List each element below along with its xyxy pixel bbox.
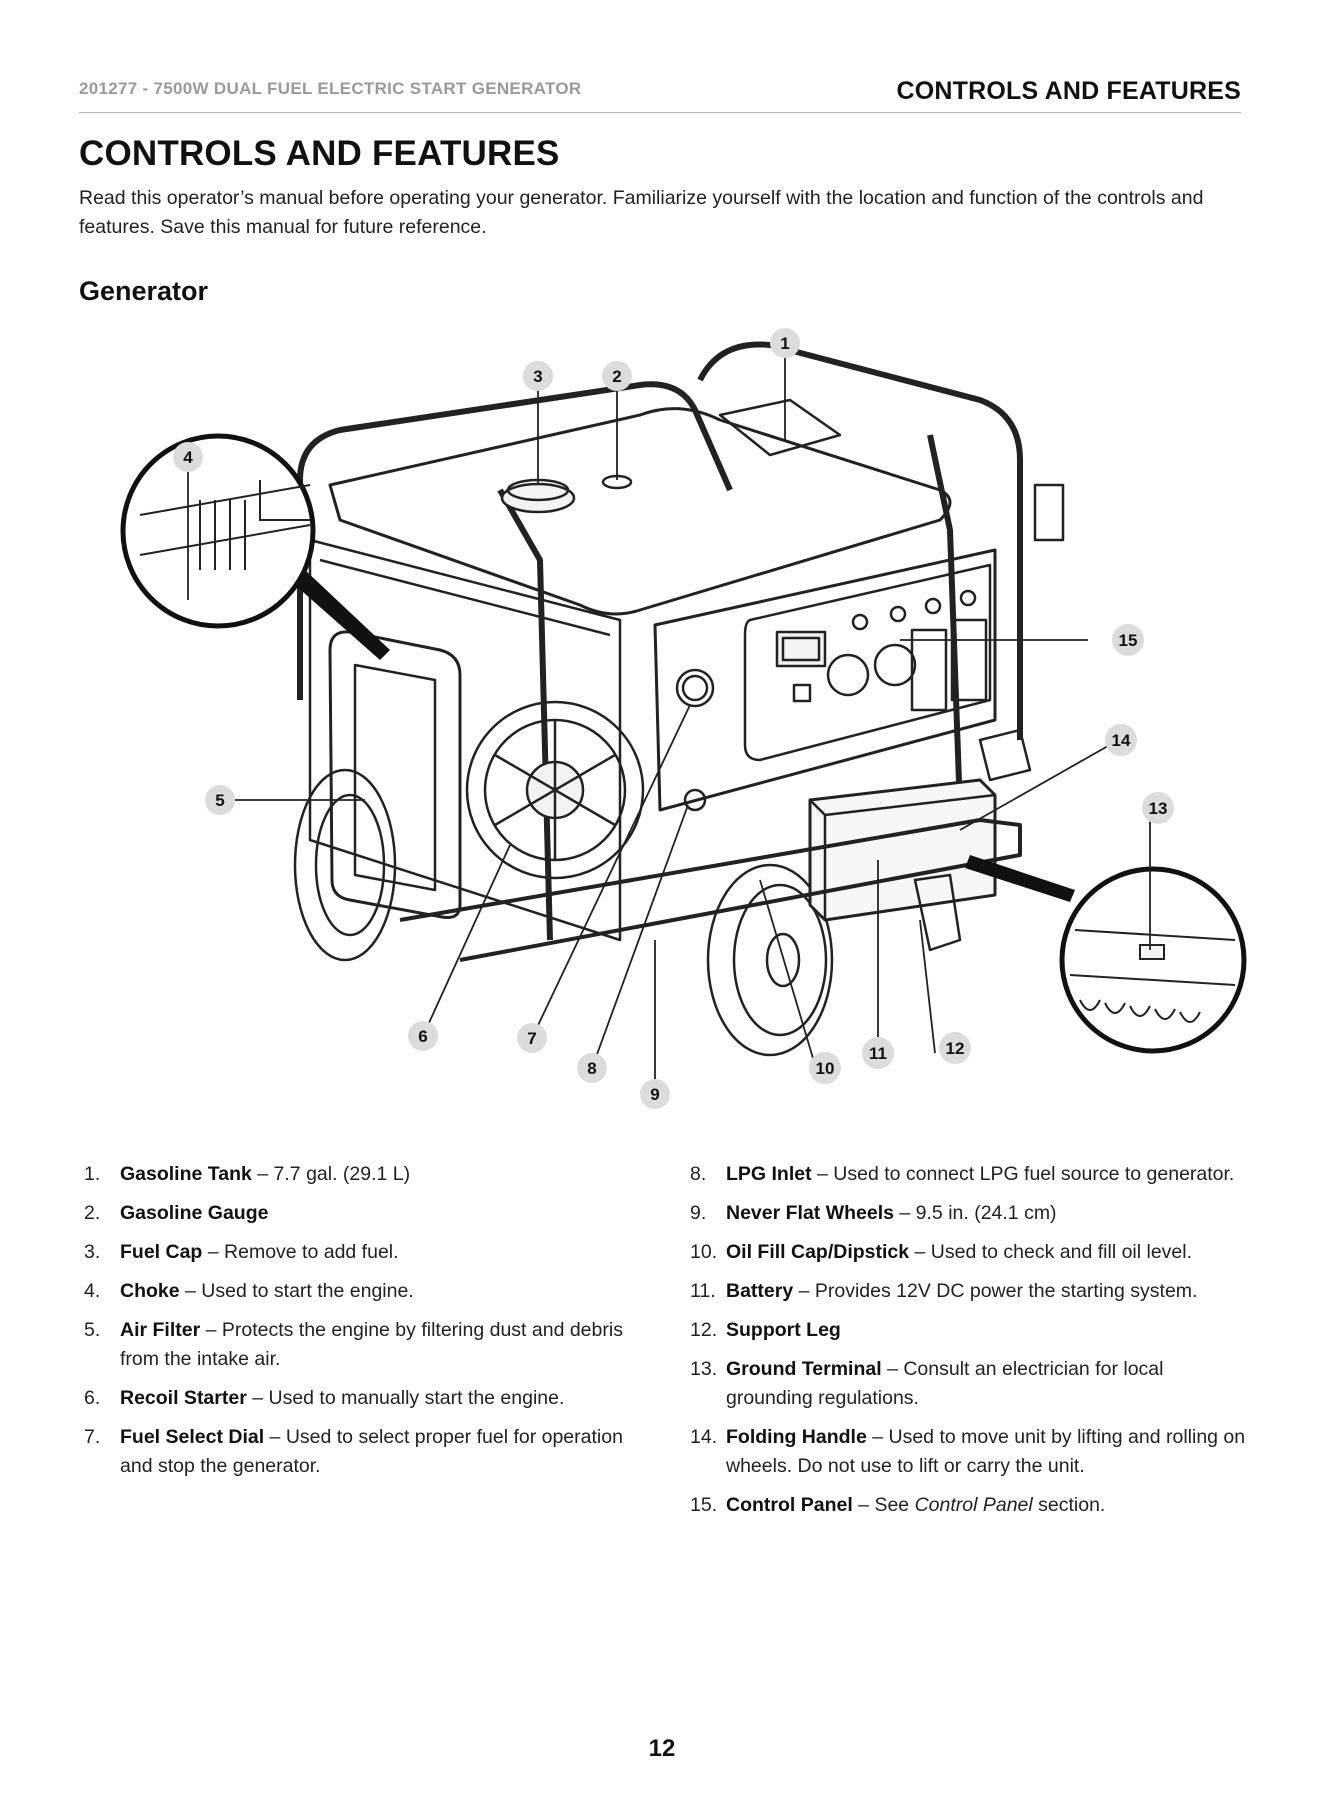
feature-item: 2.Gasoline Gauge: [84, 1202, 269, 1224]
generator-diagram: 1 2 3 4 5 6 7 8 9 10 11 12 13 14 15: [120, 328, 1247, 1109]
ground-inset-pointer: [965, 855, 1075, 902]
svg-text:7: 7: [527, 1029, 536, 1048]
feature-item: 11.Battery – Provides 12V DC power the s…: [690, 1280, 1198, 1302]
svg-text:14: 14: [1112, 731, 1131, 750]
feature-item: 3.Fuel Cap – Remove to add fuel.: [84, 1241, 399, 1263]
callout-7: 7: [517, 1023, 547, 1053]
header-divider: [79, 112, 1241, 113]
leader-lines: [187, 343, 1151, 1088]
feature-item: 9.Never Flat Wheels – 9.5 in. (24.1 cm): [690, 1202, 1057, 1224]
feature-list-right: 8.LPG Inlet – Used to connect LPG fuel s…: [690, 1160, 1250, 1530]
callout-4: 4: [173, 442, 203, 472]
document-title: 201277 - 7500W DUAL FUEL ELECTRIC START …: [79, 79, 582, 98]
section-subtitle: Generator: [79, 276, 209, 306]
svg-text:9: 9: [650, 1085, 659, 1104]
feature-item: 5.Air Filter – Protects the engine by fi…: [84, 1319, 623, 1370]
feature-item: 14.Folding Handle – Used to move unit by…: [690, 1426, 1246, 1477]
svg-text:2: 2: [612, 367, 621, 386]
feature-item: 13.Ground Terminal – Consult an electric…: [690, 1358, 1164, 1409]
callout-15: 15: [1112, 624, 1144, 656]
svg-text:15: 15: [1119, 631, 1138, 650]
callout-10: 10: [809, 1052, 841, 1084]
feature-item: 8.LPG Inlet – Used to connect LPG fuel s…: [690, 1163, 1235, 1185]
feature-item: 4.Choke – Used to start the engine.: [84, 1280, 414, 1302]
svg-text:6: 6: [418, 1027, 427, 1046]
feature-item: 10.Oil Fill Cap/Dipstick – Used to check…: [690, 1241, 1193, 1263]
callout-11: 11: [862, 1037, 894, 1069]
svg-text:13: 13: [1149, 799, 1168, 818]
callout-2: 2: [602, 361, 632, 391]
choke-inset: [120, 433, 316, 629]
feature-item: 15.Control Panel – See Control Panel sec…: [690, 1494, 1106, 1516]
callout-13: 13: [1142, 792, 1174, 824]
feature-list-left: 1.Gasoline Tank – 7.7 gal. (29.1 L) 2.Ga…: [84, 1160, 644, 1491]
page-number: 12: [648, 1735, 676, 1762]
callout-1: 1: [770, 328, 800, 358]
ground-terminal-inset: [1059, 866, 1247, 1054]
callout-9: 9: [640, 1079, 670, 1109]
feature-item: 7.Fuel Select Dial – Used to select prop…: [84, 1426, 623, 1477]
callout-3: 3: [523, 361, 553, 391]
feature-item: 12.Support Leg: [690, 1319, 841, 1341]
svg-text:8: 8: [587, 1059, 596, 1078]
svg-text:10: 10: [816, 1059, 835, 1078]
page-title: CONTROLS AND FEATURES: [79, 134, 560, 173]
callout-12: 12: [939, 1032, 971, 1064]
callout-14: 14: [1105, 724, 1137, 756]
callout-8: 8: [577, 1053, 607, 1083]
choke-inset-pointer: [295, 570, 390, 660]
svg-text:4: 4: [183, 448, 193, 467]
generator-illustration: [293, 341, 1065, 1057]
svg-text:1: 1: [780, 334, 789, 353]
svg-text:5: 5: [215, 791, 224, 810]
svg-text:11: 11: [869, 1044, 887, 1063]
feature-item: 1.Gasoline Tank – 7.7 gal. (29.1 L): [84, 1163, 411, 1185]
feature-item: 6.Recoil Starter – Used to manually star…: [84, 1387, 565, 1409]
section-header: CONTROLS AND FEATURES: [896, 77, 1241, 105]
intro-paragraph: Read this operator’s manual before opera…: [79, 187, 1204, 238]
callout-5: 5: [205, 785, 235, 815]
svg-text:3: 3: [533, 367, 542, 386]
callout-6: 6: [408, 1021, 438, 1051]
svg-text:12: 12: [946, 1039, 965, 1058]
